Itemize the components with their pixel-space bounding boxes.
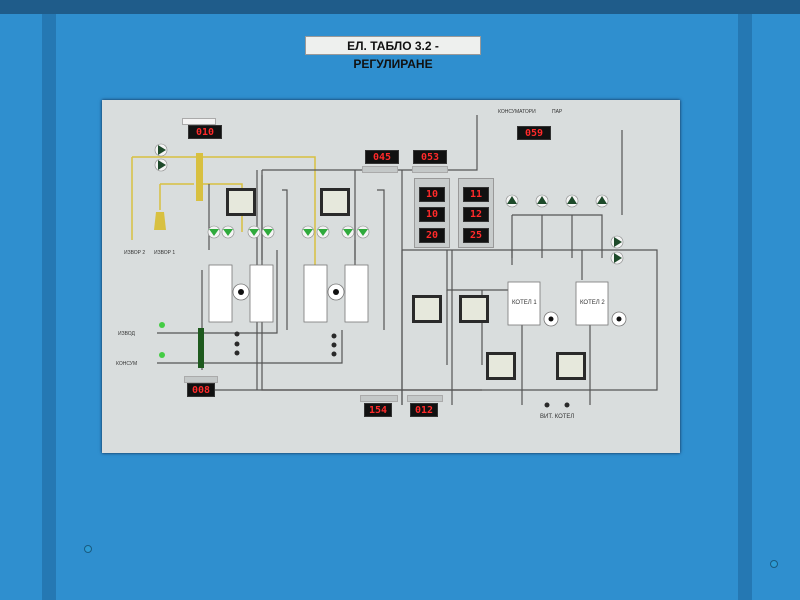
display-col2-2: 12: [463, 207, 489, 222]
display-bottom-2: 012: [410, 403, 438, 417]
label-consumers: КОНСУМАТОРИ: [498, 109, 536, 115]
display-col2-3: 25: [463, 228, 489, 243]
door-lock-right: [770, 560, 778, 568]
cabinet-top-band: [0, 0, 800, 14]
display-col1-1: 10: [419, 187, 445, 202]
display-bottom-left: 008: [187, 383, 215, 397]
display-center-2: 053: [413, 150, 447, 164]
yellow-tank: [154, 212, 166, 230]
green-header: [198, 328, 204, 368]
control-panel: 010 045 053 059 10 10 20 11 12 25 008 15…: [102, 100, 680, 453]
display-bottom-1: 154: [364, 403, 392, 417]
analog-gauge: [412, 295, 442, 323]
display-col1-2: 10: [419, 207, 445, 222]
label-plate: [362, 166, 398, 173]
schematic-diagram: [131, 115, 658, 408]
label-boiler-2: КОТЕЛ 2: [580, 300, 605, 306]
analog-gauge: [556, 352, 586, 380]
label-boiler-1: КОТЕЛ 1: [512, 300, 537, 306]
analog-gauge: [226, 188, 256, 216]
label-plate: [184, 376, 218, 383]
label-steam: ПАР: [552, 109, 563, 115]
cabinet-door-frame-right: [738, 14, 752, 600]
display-consumers: 059: [517, 126, 551, 140]
label-plate: [412, 166, 448, 173]
display-col2-1: 11: [463, 187, 489, 202]
label-plate: [182, 118, 216, 125]
panel-title: ЕЛ. ТАБЛО 3.2 - РЕГУЛИРАНЕ: [305, 36, 481, 71]
analog-gauge: [459, 295, 489, 323]
label-consumer: КОНСУМ: [116, 361, 138, 367]
fan-centers: [238, 289, 622, 322]
door-lock-left: [84, 545, 92, 553]
label-source-1: ИЗВОР 1: [154, 250, 176, 256]
label-outlet: ИЗВОД: [118, 331, 135, 337]
yellow-header: [196, 153, 203, 201]
display-top-left: 010: [188, 125, 222, 139]
analog-gauge: [486, 352, 516, 380]
display-col1-3: 20: [419, 228, 445, 243]
green-pumps: [154, 143, 624, 358]
equipment-boxes: [208, 264, 627, 327]
cabinet-door-frame-left: [42, 14, 56, 600]
analog-gauge: [320, 188, 350, 216]
label-plate: [360, 395, 398, 402]
label-boilers: ВИТ. КОТЕЛ: [540, 414, 575, 420]
label-plate: [407, 395, 443, 402]
display-center-1: 045: [365, 150, 399, 164]
yellow-pipes: [131, 156, 316, 268]
indicator-lamps: [234, 331, 570, 408]
label-source-2: ИЗВОР 2: [124, 250, 146, 256]
